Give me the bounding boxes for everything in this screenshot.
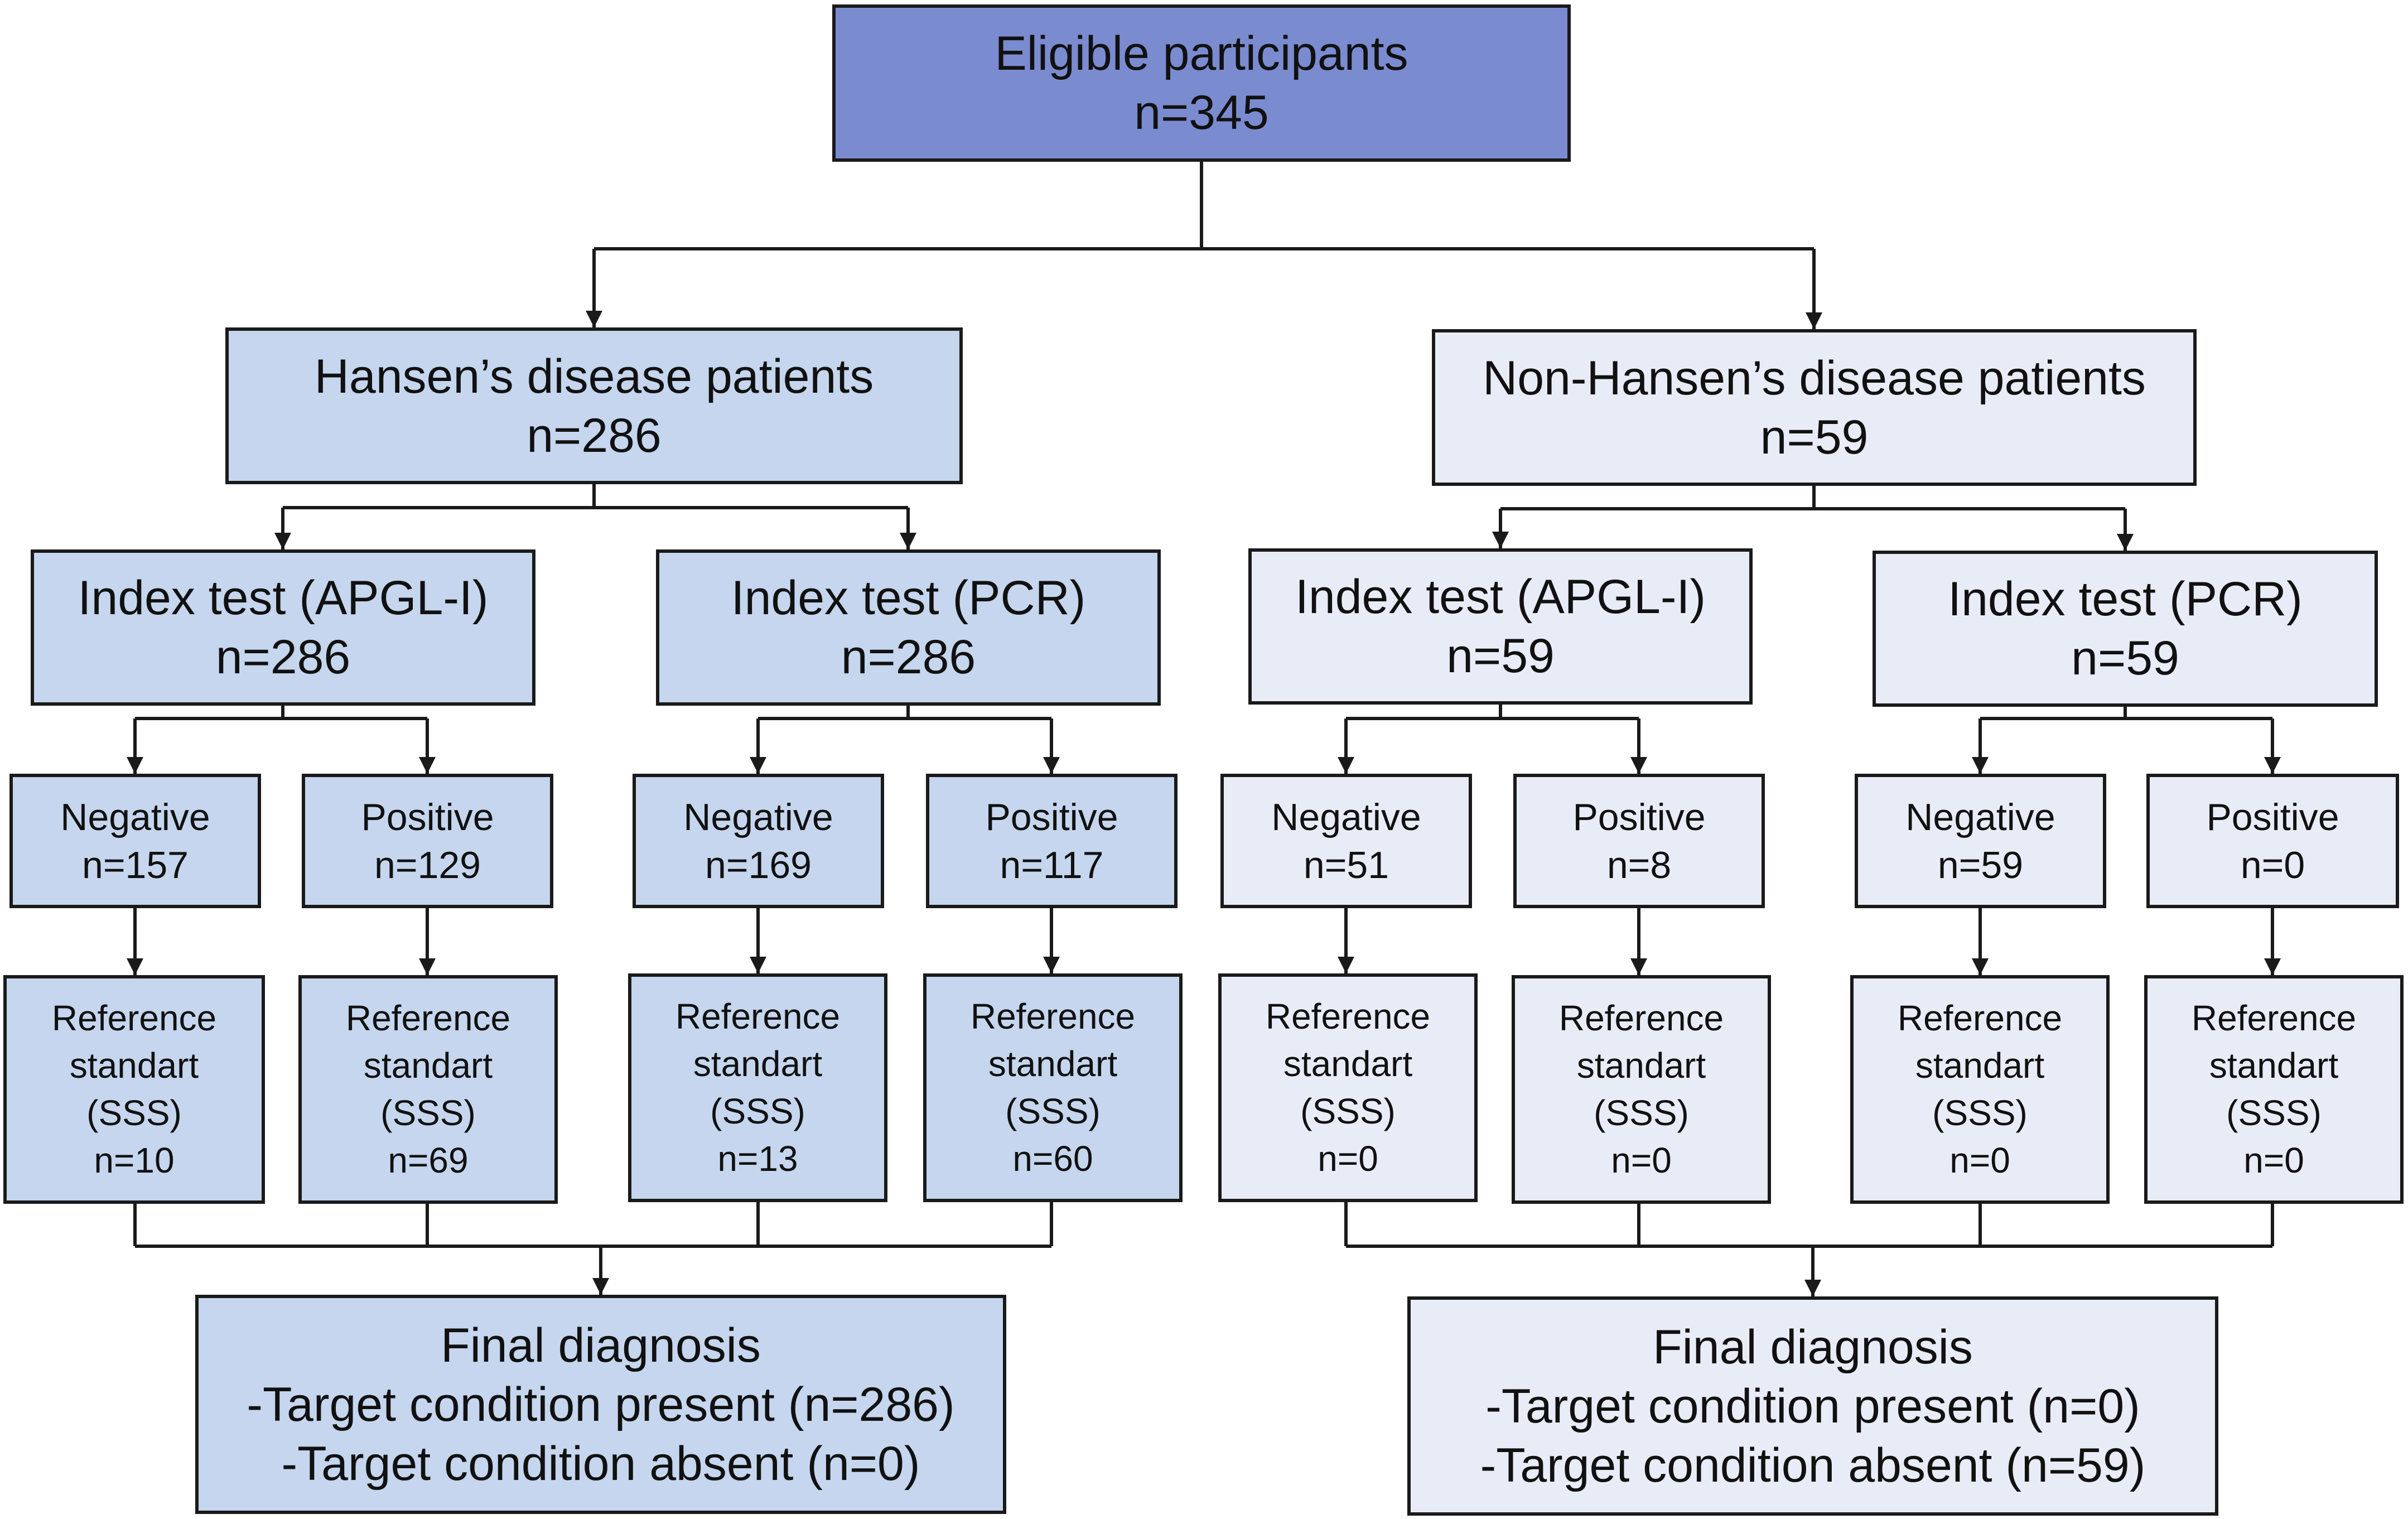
result-label: Negative [683, 795, 833, 838]
result-label: Positive [985, 795, 1118, 838]
ref-line-1: Reference [1558, 998, 1724, 1038]
final-title: Final diagnosis [1653, 1320, 1973, 1374]
non-hansen-patients-box: Non-Hansen’s disease patients n=59 [1432, 329, 2197, 486]
ref-line-3: (SSS) [86, 1093, 182, 1133]
hansen-pcr-index-test-box: Index test (PCR) n=286 [656, 549, 1161, 706]
ref-line-2: standart [1283, 1044, 1413, 1084]
ref-line-1: Reference [675, 996, 841, 1036]
result-count: n=8 [1606, 843, 1672, 886]
hansen-pcr-negative-box: Negative n=169 [633, 774, 884, 908]
hansen-apgl-negative-box: Negative n=157 [9, 774, 261, 908]
ref-count: n=13 [717, 1139, 798, 1179]
result-count: n=59 [1937, 843, 2024, 886]
ref-line-3: (SSS) [1594, 1093, 1689, 1133]
result-count: n=51 [1303, 843, 1389, 886]
result-count: n=0 [2240, 843, 2305, 886]
ref-line-3: (SSS) [2226, 1093, 2322, 1133]
result-label: Negative [60, 795, 210, 838]
ref-line-2: standart [988, 1044, 1118, 1084]
hansen-apgl-count: n=286 [215, 630, 351, 684]
result-label: Negative [1271, 795, 1421, 838]
ref-line-3: (SSS) [380, 1093, 476, 1133]
hansen-count: n=286 [527, 408, 662, 462]
hansen-patients-box: Hansen’s disease patients n=286 [225, 327, 963, 484]
ref-count: n=0 [1318, 1139, 1378, 1179]
non-hansen-pcr-count: n=59 [2071, 631, 2179, 685]
ref-line-3: (SSS) [1005, 1091, 1101, 1131]
non-hansen-apgl-negative-reference-box: Reference standart (SSS) n=0 [1218, 973, 1478, 1202]
non-hansen-pcr-positive-reference-box: Reference standart (SSS) n=0 [2144, 975, 2404, 1204]
ref-line-1: Reference [51, 998, 217, 1038]
non-hansen-pcr-negative-box: Negative n=59 [1855, 774, 2106, 908]
result-label: Positive [361, 795, 494, 838]
final-title: Final diagnosis [441, 1318, 761, 1372]
hansen-apgl-negative-reference-box: Reference standart (SSS) n=10 [3, 975, 265, 1204]
non-hansen-apgl-positive-box: Positive n=8 [1513, 774, 1765, 908]
hansen-apgl-positive-reference-box: Reference standart (SSS) n=69 [298, 975, 558, 1204]
ref-line-2: standart [363, 1045, 493, 1086]
hansen-final-diagnosis-box: Final diagnosis -Target condition presen… [195, 1295, 1006, 1514]
non-hansen-apgl-index-test-box: Index test (APGL-I) n=59 [1248, 548, 1753, 705]
ref-line-1: Reference [2191, 998, 2357, 1038]
result-label: Positive [2206, 795, 2339, 838]
hansen-title: Hansen’s disease patients [314, 349, 874, 403]
result-count: n=169 [705, 843, 812, 886]
ref-count: n=0 [2243, 1140, 2304, 1180]
eligible-count: n=345 [1134, 86, 1269, 139]
non-hansen-final-diagnosis-box: Final diagnosis -Target condition presen… [1407, 1296, 2218, 1516]
non-hansen-title: Non-Hansen’s disease patients [1483, 351, 2146, 405]
eligible-title: Eligible participants [995, 27, 1408, 80]
ref-line-3: (SSS) [710, 1091, 805, 1131]
result-count: n=117 [1000, 843, 1104, 886]
ref-line-2: standart [69, 1045, 199, 1086]
non-hansen-apgl-positive-reference-box: Reference standart (SSS) n=0 [1512, 975, 1771, 1204]
ref-line-3: (SSS) [1932, 1093, 2028, 1133]
non-hansen-apgl-count: n=59 [1446, 629, 1555, 683]
ref-count: n=0 [1611, 1140, 1672, 1180]
non-hansen-pcr-index-test-box: Index test (PCR) n=59 [1873, 551, 2378, 707]
ref-count: n=69 [388, 1140, 469, 1180]
non-hansen-count: n=59 [1760, 410, 1869, 464]
hansen-apgl-positive-box: Positive n=129 [302, 774, 553, 908]
ref-count: n=0 [1949, 1140, 2010, 1180]
hansen-pcr-negative-reference-box: Reference standart (SSS) n=13 [628, 973, 887, 1202]
non-hansen-pcr-negative-reference-box: Reference standart (SSS) n=0 [1850, 975, 2110, 1204]
ref-count: n=60 [1012, 1139, 1093, 1179]
ref-line-2: standart [2209, 1045, 2339, 1086]
ref-count: n=10 [94, 1140, 175, 1180]
ref-line-2: standart [693, 1044, 823, 1084]
result-label: Positive [1572, 795, 1706, 838]
hansen-pcr-title: Index test (PCR) [731, 571, 1086, 625]
hansen-pcr-positive-box: Positive n=117 [926, 774, 1178, 908]
non-hansen-pcr-title: Index test (PCR) [1948, 572, 2303, 626]
hansen-pcr-count: n=286 [841, 630, 976, 684]
non-hansen-pcr-positive-box: Positive n=0 [2146, 774, 2399, 908]
final-present: -Target condition present (n=286) [247, 1377, 955, 1431]
final-absent: -Target condition absent (n=0) [281, 1436, 920, 1491]
ref-line-2: standart [1576, 1045, 1706, 1086]
final-absent: -Target condition absent (n=59) [1480, 1438, 2146, 1492]
result-label: Negative [1905, 795, 2055, 838]
eligible-participants-box: Eligible participants n=345 [832, 4, 1571, 162]
ref-line-2: standart [1915, 1045, 2045, 1086]
result-count: n=129 [374, 843, 481, 886]
non-hansen-apgl-negative-box: Negative n=51 [1220, 774, 1472, 908]
non-hansen-apgl-title: Index test (APGL-I) [1295, 570, 1706, 624]
result-count: n=157 [82, 843, 189, 886]
ref-line-1: Reference [1897, 998, 2063, 1038]
final-present: -Target condition present (n=0) [1485, 1379, 2140, 1433]
ref-line-1: Reference [1265, 996, 1431, 1036]
ref-line-3: (SSS) [1300, 1091, 1396, 1131]
hansen-pcr-positive-reference-box: Reference standart (SSS) n=60 [923, 973, 1183, 1202]
ref-line-1: Reference [345, 998, 511, 1038]
ref-line-1: Reference [970, 996, 1136, 1036]
hansen-apgl-title: Index test (APGL-I) [78, 571, 489, 625]
hansen-apgl-index-test-box: Index test (APGL-I) n=286 [31, 549, 535, 706]
